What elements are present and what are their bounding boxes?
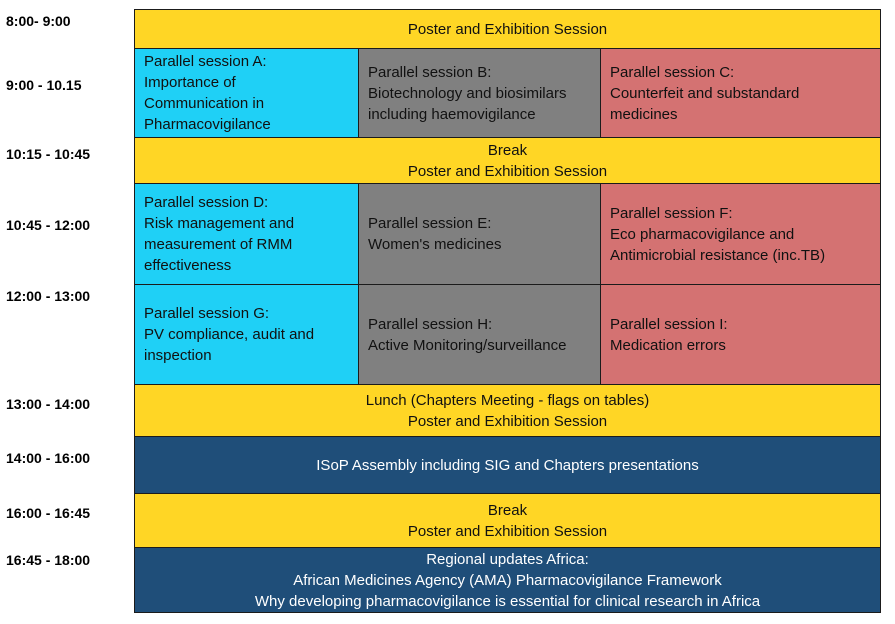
parallel-session-e: Parallel session E: Women's medicines — [358, 183, 601, 285]
time-label: 14:00 - 16:00 — [6, 450, 91, 466]
parallel-session-i: Parallel session I: Medication errors — [600, 284, 881, 385]
session-title: Parallel session D: — [144, 194, 269, 211]
session-desc: effectiveness — [144, 257, 232, 274]
block-text: Break — [487, 501, 528, 519]
block-text: Poster and Exhibition Session — [407, 162, 608, 180]
session-desc: Medication errors — [610, 336, 726, 354]
block-text: Why developing pharmacovigilance is esse… — [254, 592, 761, 610]
block-text: Regional updates Africa: — [426, 550, 589, 568]
time-label: 10:45 - 12:00 — [6, 217, 91, 233]
lunch-block: Lunch (Chapters Meeting - flags on table… — [134, 384, 881, 437]
time-label: 9:00 - 10.15 — [6, 77, 82, 93]
parallel-session-g: Parallel session G: PV compliance, audit… — [134, 284, 359, 385]
session-desc: measurement of RMM — [144, 236, 293, 253]
block-text: Poster and Exhibition Session — [407, 522, 608, 540]
time-label: 8:00- 9:00 — [6, 13, 71, 29]
time-label: 13:00 - 14:00 — [6, 396, 91, 412]
session-desc: Risk management and — [144, 215, 295, 232]
session-desc: Pharmacovigilance — [144, 116, 271, 133]
session-desc: Eco pharmacovigilance and — [610, 225, 795, 243]
parallel-session-h: Parallel session H: Active Monitoring/su… — [358, 284, 601, 385]
session-desc: Importance of — [144, 74, 236, 91]
session-title: Parallel session G: — [144, 305, 270, 322]
session-desc: PV compliance, audit and — [144, 326, 315, 343]
session-desc: Communication in — [144, 95, 265, 112]
poster-session-block: Poster and Exhibition Session — [134, 9, 881, 49]
regional-updates-block: Regional updates Africa: African Medicin… — [134, 547, 881, 613]
session-title: Parallel session H: — [368, 315, 493, 333]
session-desc: inspection — [144, 347, 212, 364]
parallel-session-a: Parallel session A: Importance of Commun… — [134, 48, 359, 138]
session-desc: Women's medicines — [368, 236, 502, 253]
session-desc: Active Monitoring/surveillance — [368, 336, 567, 354]
block-text: Lunch (Chapters Meeting - flags on table… — [365, 391, 650, 409]
break-block: Break Poster and Exhibition Session — [134, 493, 881, 548]
block-text: Poster and Exhibition Session — [407, 20, 608, 38]
time-label: 12:00 - 13:00 — [6, 288, 91, 304]
parallel-session-c: Parallel session C: Counterfeit and subs… — [600, 48, 881, 138]
session-desc: Counterfeit and substandard — [610, 84, 800, 102]
session-title: Parallel session B: — [368, 63, 492, 81]
time-label: 10:15 - 10:45 — [6, 146, 91, 162]
assembly-block: ISoP Assembly including SIG and Chapters… — [134, 436, 881, 494]
session-title: Parallel session I: — [610, 315, 728, 333]
session-desc: medicines — [610, 105, 678, 123]
parallel-session-b: Parallel session B: Biotechnology and bi… — [358, 48, 601, 138]
block-text: Poster and Exhibition Session — [407, 412, 608, 430]
block-text: African Medicines Agency (AMA) Pharmacov… — [293, 571, 722, 589]
time-label: 16:45 - 18:00 — [6, 552, 91, 568]
block-text: Break — [487, 141, 528, 159]
session-title: Parallel session F: — [610, 204, 733, 222]
session-title: Parallel session E: — [368, 215, 492, 232]
session-desc: Antimicrobial resistance (inc.TB) — [610, 246, 826, 264]
parallel-session-f: Parallel session F: Eco pharmacovigilanc… — [600, 183, 881, 285]
parallel-session-d: Parallel session D: Risk management and … — [134, 183, 359, 285]
session-desc: including haemovigilance — [368, 105, 536, 123]
session-title: Parallel session A: — [144, 53, 267, 70]
session-desc: Biotechnology and biosimilars — [368, 84, 567, 102]
time-label: 16:00 - 16:45 — [6, 505, 91, 521]
break-block: Break Poster and Exhibition Session — [134, 137, 881, 184]
block-text: ISoP Assembly including SIG and Chapters… — [316, 456, 699, 474]
session-title: Parallel session C: — [610, 63, 735, 81]
